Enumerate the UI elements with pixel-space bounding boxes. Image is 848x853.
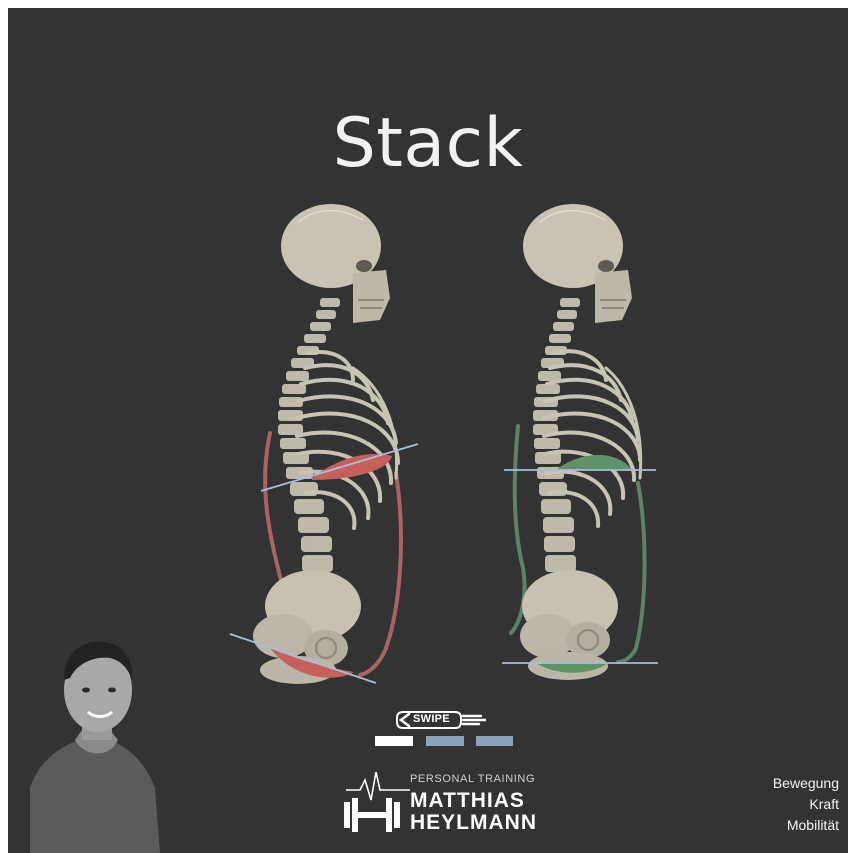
brand-name-first: MATTHIAS [410,790,525,811]
swipe-label: SWIPE [413,713,450,725]
brand-tagline: PERSONAL TRAINING [410,773,535,785]
feature-item-bewegung: Bewegung [773,773,839,794]
dumbbell-icon [338,766,410,836]
swipe-indicator[interactable]: SWIPE [363,708,513,750]
page-indicator-2 [426,736,464,746]
page-indicator-active [375,736,413,746]
feature-item-mobilitaet: Mobilität [773,815,839,836]
page-indicator-3 [476,736,513,746]
rib-reference-line-left [261,444,418,491]
feature-list: Bewegung Kraft Mobilität [773,773,839,836]
chevron-left-icon [401,714,409,726]
misaligned-skeleton [230,204,418,684]
brand-logo: PERSONAL TRAINING MATTHIAS HEYLMANN [338,766,538,836]
diaphragm-left [312,454,392,480]
speed-lines-icon [463,716,485,724]
aligned-skeleton [502,204,658,680]
posture-illustration [8,8,848,708]
diaphragm-right [556,455,632,470]
stack-slide: Stack [8,8,848,853]
trainer-portrait [30,638,170,853]
brand-name-last: HEYLMANN [410,812,537,833]
feature-item-kraft: Kraft [773,794,839,815]
front-line-right [618,483,645,662]
